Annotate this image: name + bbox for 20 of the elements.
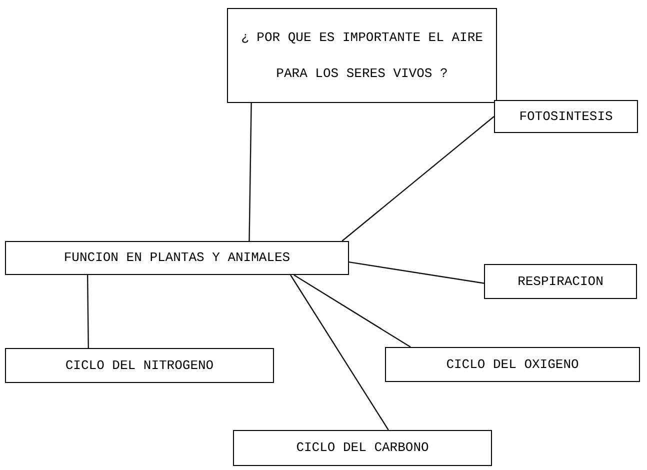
concept-text: CICLO DEL CARBONO: [296, 439, 429, 457]
concept-box: [227, 8, 497, 103]
concept-text: FUNCION EN PLANTAS Y ANIMALES: [64, 249, 290, 267]
concept-box: [484, 264, 637, 299]
concept-box: [233, 430, 492, 466]
connector-line: [86, 275, 89, 348]
connector-line: [342, 116, 494, 242]
connector-line: [348, 261, 484, 284]
concept-box: [385, 347, 640, 382]
concept-text: CICLO DEL OXIGENO: [446, 356, 579, 374]
connector-line: [248, 103, 252, 241]
connector-line: [290, 274, 389, 430]
concept-text: RESPIRACION: [518, 272, 604, 290]
concept-box: [5, 241, 349, 275]
concept-box: [5, 348, 274, 383]
concept-text: FOTOSINTESIS: [519, 108, 613, 126]
concept-box: [494, 100, 638, 133]
concept-text: CICLO DEL NITROGENO: [65, 356, 214, 374]
connector-line: [294, 274, 411, 348]
concept-text: ¿ POR QUE ES IMPORTANTE EL AIRE PARA LOS SERES VIVOS ?: [240, 28, 484, 82]
